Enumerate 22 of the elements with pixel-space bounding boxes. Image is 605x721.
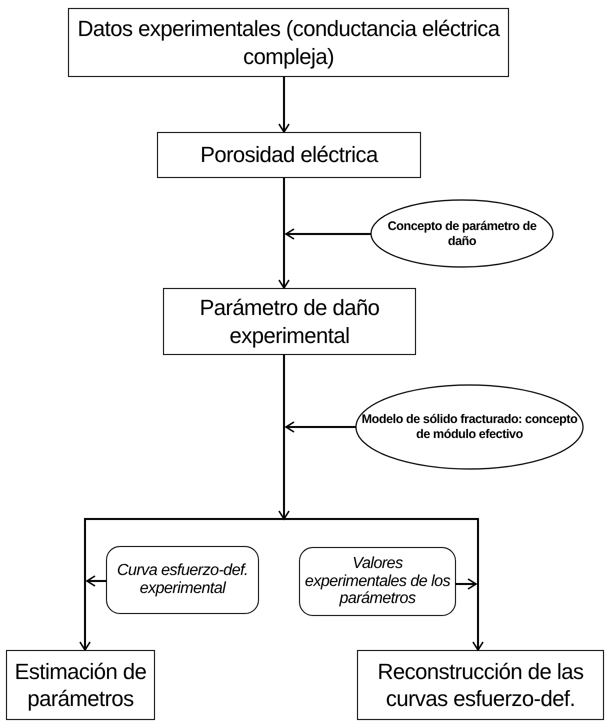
process-box xyxy=(163,288,416,355)
node-text: Porosidad eléctrica xyxy=(200,141,378,169)
arrow xyxy=(456,578,477,590)
arrow xyxy=(278,77,290,133)
arrow xyxy=(285,228,371,240)
node-text: Reconstrucción de las curvas esfuerzo-def. xyxy=(376,658,584,712)
node-text: Valores experimentales de los parámetros xyxy=(304,555,451,608)
process-box xyxy=(68,8,509,77)
rounded-box xyxy=(299,547,456,616)
process-box xyxy=(157,132,421,178)
node-text: Datos experimentales (conductancia eléctrica compleja) xyxy=(76,15,501,70)
node-text: Concepto de parámetro de daño xyxy=(386,218,538,248)
rounded-box xyxy=(106,546,259,614)
arrow xyxy=(278,178,290,289)
node-text: Estimación de parámetros xyxy=(14,658,148,712)
arrow xyxy=(86,575,106,587)
node-text: Parámetro de daño experimental xyxy=(198,294,380,349)
process-box xyxy=(6,650,155,720)
node-text: Curva esfuerzo-def. experimental xyxy=(116,562,249,598)
process-box xyxy=(357,650,604,720)
arrow xyxy=(285,421,356,433)
node-text: Modelo de sólido fracturado: concepto de módulo efectivo xyxy=(360,412,578,442)
